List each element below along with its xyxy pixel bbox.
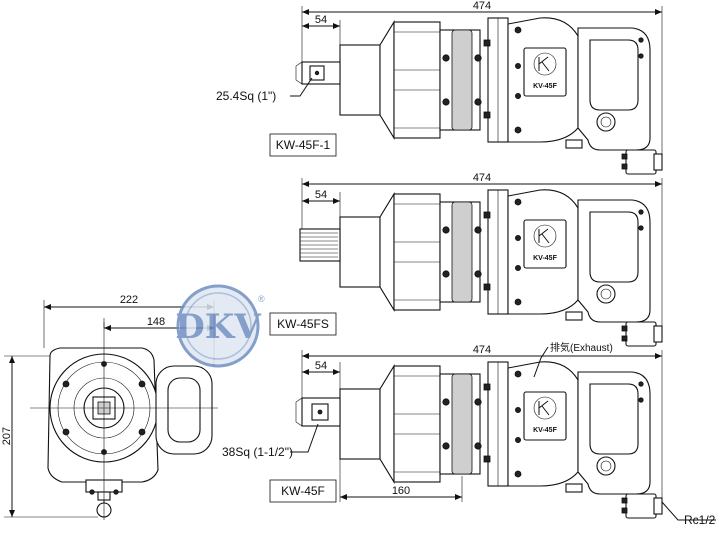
model-label-bottom: KW-45F (269, 479, 337, 503)
svg-text:KW-45FS: KW-45FS (277, 317, 329, 331)
dim-height: 207 (1, 427, 13, 445)
brand-mark-bottom: KV-45F (533, 427, 557, 434)
exhaust-label: 排気(Exhaust) (550, 341, 613, 354)
model-label-middle: KW-45FS (269, 312, 337, 336)
tool-view-middle (299, 189, 663, 347)
logo-registered: ® (258, 294, 265, 304)
svg-text:KW-45F: KW-45F (281, 484, 325, 498)
tool-view-bottom (290, 361, 663, 519)
anvil-label-bottom: 38Sq (1-1/2") (222, 445, 293, 459)
brand-mark-top: KV-45F (533, 83, 557, 90)
anvil-label-top: 25.4Sq (1") (216, 89, 276, 103)
tool-view-top (290, 17, 663, 175)
brand-logo: DKV ® (175, 284, 265, 368)
dim-front-bottom: 54 (315, 360, 327, 372)
logo-text: DKV (175, 307, 261, 347)
dim-overall-middle: 474 (473, 172, 491, 184)
dim-front-middle: 54 (315, 189, 327, 201)
dim-front-top: 54 (315, 14, 327, 26)
dim-overall-top: 474 (473, 0, 491, 12)
model-label-top: KW-45F-1 (269, 133, 337, 157)
tool-front-view (30, 322, 218, 520)
dim-barrel: 160 (392, 485, 410, 497)
dim-front-width: 222 (120, 294, 138, 306)
inlet-label: Rc1/2 (684, 513, 716, 527)
dim-overall-bottom: 474 (473, 344, 491, 356)
svg-text:KW-45F-1: KW-45F-1 (276, 138, 331, 152)
brand-mark-middle: KV-45F (533, 255, 557, 262)
dim-center-offset: 148 (147, 316, 165, 328)
